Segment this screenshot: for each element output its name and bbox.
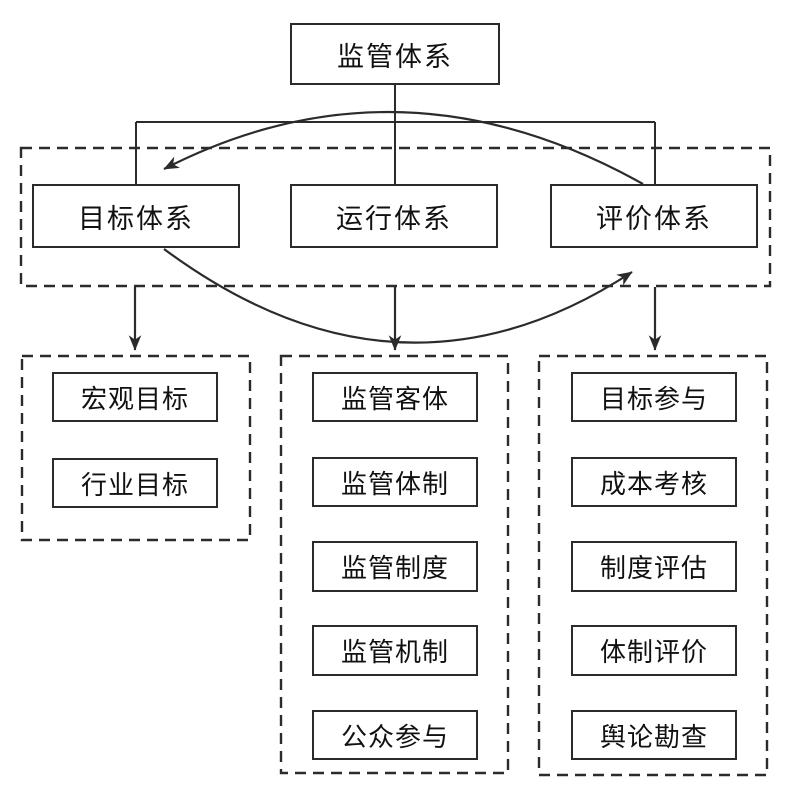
node-structure-evaluation: 体制评价 xyxy=(571,625,737,676)
node-evaluation-system: 评价体系 xyxy=(550,184,758,248)
node-regulatory-mechanism: 监管机制 xyxy=(312,625,478,676)
node-public-participation: 公众参与 xyxy=(312,710,478,760)
goal-dashed-column xyxy=(20,354,252,542)
edge-goal-to-evaluation-curve-arrow xyxy=(163,248,633,344)
evaluation-dashed-column xyxy=(537,354,769,777)
node-rules-evaluation: 制度评估 xyxy=(571,541,737,592)
node-macro-goals: 宏观目标 xyxy=(52,372,218,422)
operation-dashed-column xyxy=(279,354,510,775)
node-goal-participation: 目标参与 xyxy=(571,372,737,422)
node-cost-assessment: 成本考核 xyxy=(571,457,737,507)
node-opinion-survey: 舆论勘查 xyxy=(571,710,737,760)
node-operation-system: 运行体系 xyxy=(290,184,498,248)
systems-dashed-container xyxy=(19,146,772,288)
node-regulatory-object: 监管客体 xyxy=(312,372,478,422)
node-regulatory-rules: 监管制度 xyxy=(312,541,478,592)
edge-evaluation-to-goal-curve-arrow xyxy=(163,110,644,185)
node-industry-goals: 行业目标 xyxy=(52,458,218,508)
node-regulatory-structure: 监管体制 xyxy=(312,457,478,507)
node-regulatory-system: 监管体系 xyxy=(290,23,500,85)
node-goal-system: 目标体系 xyxy=(32,184,240,248)
